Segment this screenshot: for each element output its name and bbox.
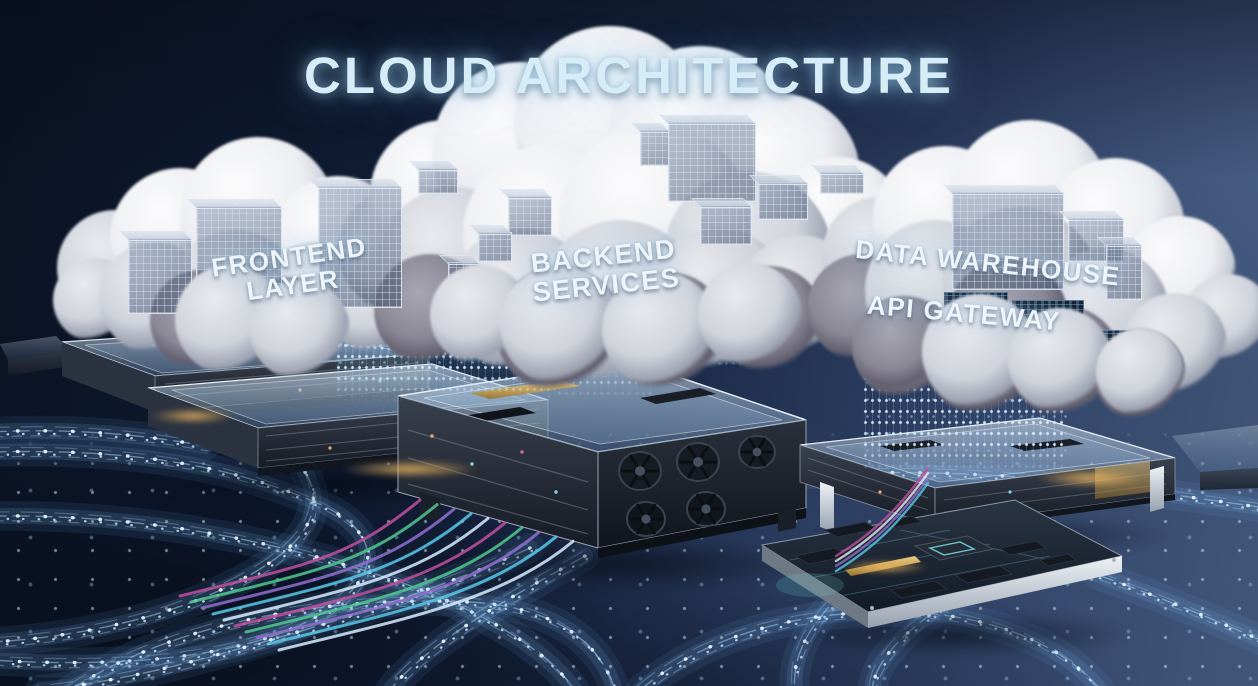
amber-glow bbox=[340, 460, 480, 478]
data-rain bbox=[716, 270, 776, 372]
label-backend-services: BACKEND SERVICES bbox=[512, 233, 697, 310]
wireframe-rack bbox=[418, 168, 458, 194]
wireframe-rack bbox=[668, 122, 756, 202]
wireframe-rack bbox=[758, 182, 808, 220]
wireframe-rack bbox=[508, 196, 552, 236]
data-rain bbox=[556, 300, 652, 400]
wireframe-rack bbox=[478, 232, 512, 262]
code-panel bbox=[1090, 330, 1150, 370]
platform-shadow bbox=[410, 538, 820, 590]
platform-shadow bbox=[810, 514, 1180, 558]
wireframe-rack bbox=[128, 238, 192, 314]
wireframe-rack bbox=[820, 172, 864, 194]
wireframe-rack bbox=[448, 262, 480, 290]
amber-glow bbox=[840, 560, 930, 574]
wireframe-rack bbox=[700, 205, 752, 245]
wireframe-rack bbox=[640, 130, 670, 166]
data-rain bbox=[862, 340, 1067, 472]
page-title: CLOUD ARCHITECTURE bbox=[304, 47, 954, 104]
platform-shadow bbox=[770, 610, 1140, 658]
code-panel bbox=[894, 330, 950, 366]
amber-glow bbox=[150, 408, 236, 424]
